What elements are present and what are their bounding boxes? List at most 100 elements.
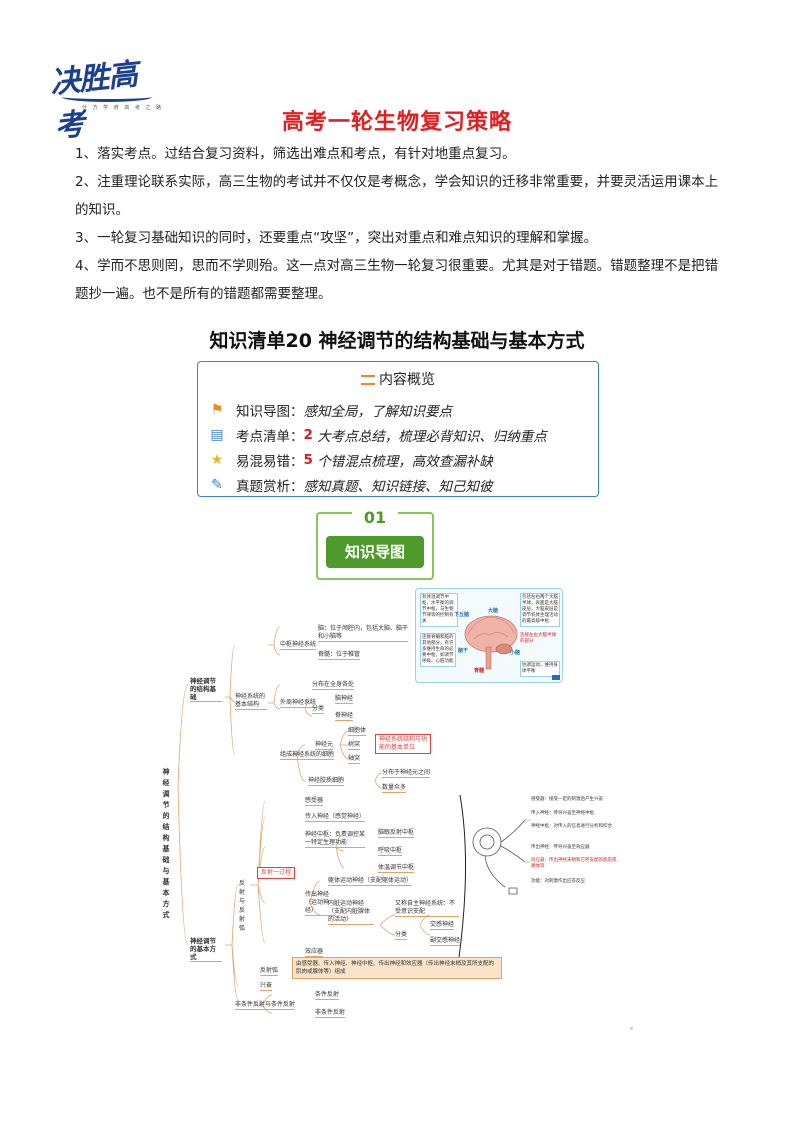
node-cell-body: 细胞体 <box>348 727 367 736</box>
node-reflex-proc: 反射与反射弧 <box>238 880 245 932</box>
section-title: 知识清单20 神经调节的结构基础与基本方式 <box>209 330 585 352</box>
node-conditioned-1: 条件反射 <box>315 991 340 1000</box>
strategy-item: 2、注重理论联系实际，高三生物的考试并不仅仅是考概念，学会知识的迁移非常重要，并… <box>75 174 719 218</box>
overview-row: ⚑ 知识导图： 感知全局，了解知识要点 <box>208 399 452 421</box>
node-sympathetic: 交感神经 <box>430 921 455 930</box>
node-spinal: 脊髓：位于椎管 <box>318 651 361 660</box>
node-brain: 脑：位于颅腔内，包括大脑、脑干和小脑等 <box>318 625 409 642</box>
pencil-icon: ✎ <box>211 477 223 493</box>
node-autonomic: 又称自主神经系统：不受意识支配 <box>395 900 459 917</box>
branch-structure: 神经调节的结构基础 <box>190 677 222 702</box>
node-arc-desc: 由感受器、传入神经、神经中枢、传出神经和效应器（传出神经末梢及其所支配的肌肉或腺… <box>292 957 502 979</box>
logo: 决胜高考 仕 方 学 府 高 考 之 路 <box>49 52 167 145</box>
node-spinal-nerve: 脊神经 <box>335 712 354 721</box>
overview-label: 真题赏析： <box>236 479 304 495</box>
reflex-r6: 功能：对刺激作出应答反应 <box>531 879 585 884</box>
list-icon <box>361 375 375 385</box>
node-afferent: 传入神经（感觉神经） <box>305 813 366 822</box>
label-spinal: 脊髓 <box>474 668 485 674</box>
badge-label: 知识导图 <box>326 536 424 568</box>
root-label: 神经调节的结构基础与基本方式 <box>162 768 170 919</box>
brain-note-1: 有体温调节中枢、水平衡的调节中枢，与生物节律等的控制有关 <box>420 593 458 627</box>
node-center: 神经中枢：负责调控某一特定生理功能 <box>305 831 366 848</box>
node-reflex-def: 反射一过程 <box>257 867 296 879</box>
node-visceral: 内脏运动神经（支配内脏腺体的活动） <box>328 900 374 925</box>
node-center-2: 呼吸中枢 <box>378 847 403 856</box>
node-peripheral: 外周神经系统 <box>280 699 317 708</box>
strategy-item: 3、一轮复习基础知识的同时，还要重点“攻坚”，突出对重点和难点知识的理解和掌握。 <box>75 230 598 246</box>
logo-swoosh <box>62 92 152 102</box>
branch-method: 神经调节的基本方式 <box>190 937 222 962</box>
overview-num: 5 <box>303 452 313 468</box>
node-axon: 轴突 <box>348 755 361 764</box>
overview-label: 知识导图： <box>236 404 304 420</box>
node-distribution: 分布在全身各处 <box>312 681 355 690</box>
brain-diagram: 有体温调节中枢、水平衡的调节中枢，与生物节律等的控制有关 下丘脑 大脑 包括左右… <box>415 588 563 683</box>
label-cerebellum: 小脑 <box>510 650 521 656</box>
cerebellum-note: 协调运动，维持身体平衡 <box>520 661 560 677</box>
node-arc: 反射弧 <box>260 967 279 976</box>
overview-desc: 大考点总结，梳理必背知识、归纳重点 <box>317 429 547 445</box>
overview-heading: 内容概览 <box>198 369 598 389</box>
star-icon: ★ <box>210 452 224 468</box>
main-title: 高考一轮生物复习策略 <box>281 110 512 135</box>
overview-heading-text: 内容概览 <box>379 372 435 388</box>
reflex-r2: 传入神经：传导兴奋至神经中枢 <box>531 811 594 816</box>
map-icon: ⚑ <box>210 402 224 418</box>
reflex-illustration <box>472 819 531 895</box>
overview-num: 2 <box>303 427 313 443</box>
node-class: 分类 <box>312 705 325 714</box>
node-cells: 组成神经系统的细胞 <box>280 751 335 760</box>
node-glia-2: 数量众多 <box>382 784 407 793</box>
node-parasympathetic: 副交感神经 <box>430 937 461 946</box>
label-cerebrum: 大脑 <box>488 608 499 614</box>
reflex-r4: 传出神经：传导兴奋至效应器 <box>531 845 590 850</box>
node-basic-structure: 神经系统的基本结构 <box>235 693 267 710</box>
reflex-arc-diagram: 感受器：接受一定的刺激后产生兴奋 传入神经：传导兴奋至神经中枢 神经中枢：对传入… <box>465 792 620 917</box>
node-somatic: 躯体运动神经（支配躯体运动） <box>328 877 413 886</box>
overview-row: ✎ 真题赏析： 感知真题、知识链接、知己知彼 <box>208 474 493 496</box>
overview-desc: 个错混点梳理，高效查漏补缺 <box>317 454 493 470</box>
overview-label: 易混易错： <box>236 454 304 470</box>
strategy-item: 1、落实考点。过结合复习资料，筛选出难点和考点，有针对地重点复习。 <box>75 146 516 162</box>
node-efferent: 传出神经（运动神经） <box>305 891 335 916</box>
logo-small-text: 仕 方 学 府 高 考 之 路 <box>82 105 164 111</box>
node-cranial: 脑神经 <box>335 695 354 704</box>
node-subclass: 分类 <box>395 931 408 940</box>
cerebrum-note: 包括左右两个大脑半球，表面是大脑皮层，大脑皮层是调节机体生理活动的最高级中枢 <box>520 593 560 627</box>
node-center-1: 脑眼反射中枢 <box>378 829 415 838</box>
label-brainstem: 脑干 <box>458 648 469 654</box>
page-mark <box>630 1027 633 1030</box>
node-conditioned: 非条件反射与条件反射 <box>235 1001 296 1010</box>
cortex-note: 连接左右大脑半球的部分 <box>520 633 556 644</box>
mind-map: 神经调节的结构基础与基本方式 神经调节的结构基础 神经调节的基本方式 神经系统的… <box>150 585 617 1030</box>
overview-row: ▤ 考点清单： 2 大考点总结，梳理必背知识、归纳重点 <box>208 424 547 446</box>
node-center-3: 体温调节中枢 <box>378 864 415 873</box>
section-badge: 01 知识导图 <box>316 508 434 580</box>
node-dendrite: 树突 <box>348 741 361 750</box>
strategy-list: 1、落实考点。过结合复习资料，筛选出难点和考点，有针对地重点复习。 2、注重理论… <box>75 140 725 308</box>
overview-box: 内容概览 ⚑ 知识导图： 感知全局，了解知识要点 ▤ 考点清单： 2 大考点总结… <box>197 361 599 497</box>
reflex-r1: 感受器：接受一定的刺激后产生兴奋 <box>531 797 603 802</box>
overview-row: ★ 易混易错： 5 个错混点梳理，高效查漏补缺 <box>208 449 493 471</box>
node-effector: 效应器 <box>305 948 324 957</box>
reflex-r3: 神经中枢：对传入的信息进行分析和综合 <box>531 824 612 829</box>
overview-label: 考点清单： <box>236 429 304 445</box>
book-icon: ▤ <box>210 427 224 443</box>
node-glia-1: 分布于神经元之间 <box>382 769 431 778</box>
brainstem-note: 连接脊髓和脑的其他部分，有许多维持生命的必要中枢，如调节呼吸、心脏功能 <box>420 633 456 667</box>
node-receptor: 感受器 <box>305 797 324 806</box>
label-hypothalamus: 下丘脑 <box>454 612 470 618</box>
node-conditioned-2: 非条件反射 <box>315 1009 346 1018</box>
node-neuron: 神经元 <box>315 741 334 750</box>
overview-desc: 感知全局，了解知识要点 <box>303 404 453 420</box>
overview-desc: 感知真题、知识链接、知己知彼 <box>303 479 493 495</box>
badge-number: 01 <box>316 508 434 527</box>
strategy-item: 4、学而不思则罔，思而不学则殆。这一点对高三生物一轮复习很重要。尤其是对于错题。… <box>75 258 719 302</box>
node-excite: 兴奋 <box>260 982 273 991</box>
node-neuron-note: 神经系统结构与功能的基本单位 <box>375 734 431 754</box>
reflex-r5: 效应器：传出神经末梢和它所支配的肌肉或腺体等 <box>531 858 617 869</box>
node-glia: 神经胶质细胞 <box>308 777 345 786</box>
node-central: 中枢神经系统 <box>280 641 317 650</box>
brain-illustration <box>464 615 560 680</box>
